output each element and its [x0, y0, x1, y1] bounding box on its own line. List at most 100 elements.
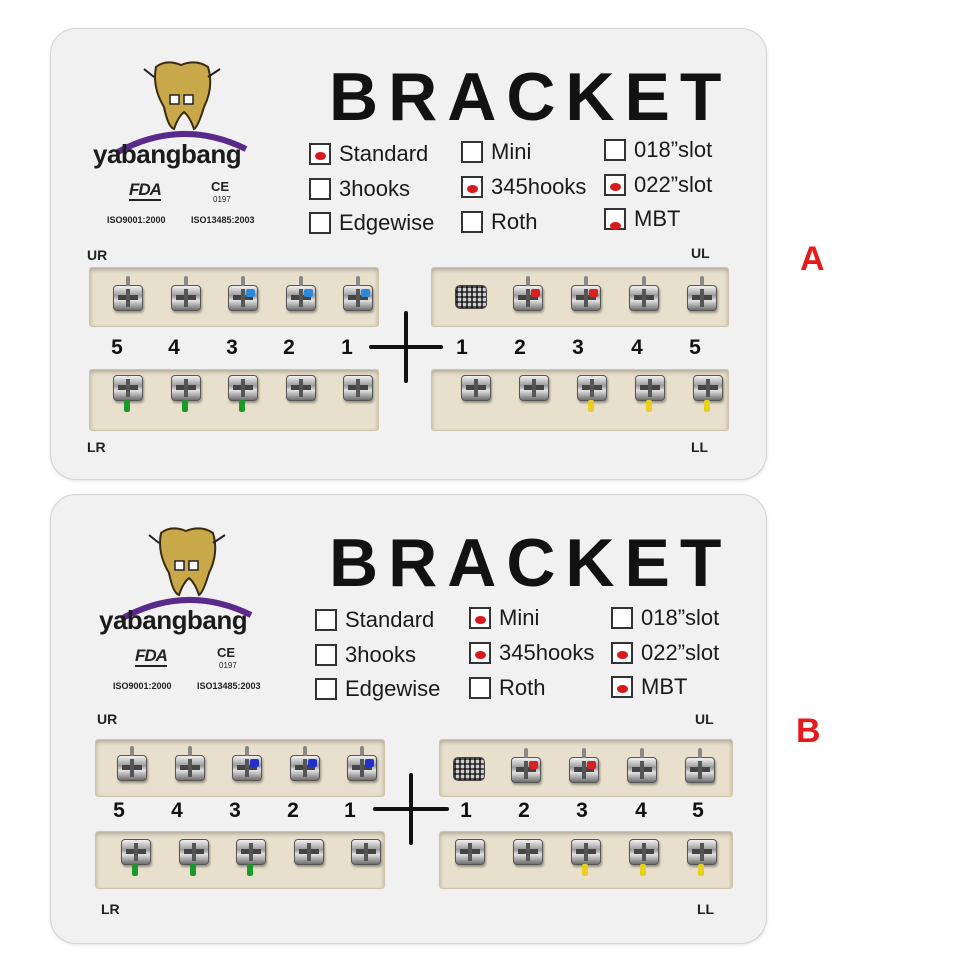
tooth-number: 4: [171, 799, 183, 822]
bracket: [289, 746, 320, 781]
option-roth: Roth: [469, 675, 545, 701]
option-mbt: MBT: [604, 206, 680, 232]
option-label: 022”slot: [641, 640, 720, 665]
hook: [130, 746, 134, 756]
bracket: [351, 839, 381, 865]
iso-13485: ISO13485:2003: [191, 215, 255, 225]
bracket: [121, 839, 151, 876]
hook: [698, 748, 702, 758]
midline-vertical: [409, 773, 413, 845]
hook: [640, 748, 644, 758]
checkbox-018slot: [611, 607, 633, 629]
bondable-tube: [455, 285, 487, 309]
checkbox-345hooks: [461, 176, 483, 198]
bracket: [693, 375, 723, 412]
tooth-number: 1: [456, 336, 468, 359]
option-label: Standard: [345, 607, 435, 632]
option-mbt: MBT: [611, 674, 687, 700]
ce-number: 0197: [219, 661, 237, 670]
bracket: [293, 839, 324, 865]
hook: [302, 746, 307, 756]
bracket: [174, 746, 205, 781]
color-id-mark: [307, 759, 317, 767]
option-label: Roth: [491, 209, 538, 234]
bracket: [513, 839, 543, 865]
option-edgewise: Edgewise: [315, 676, 440, 702]
bondable-tube: [453, 757, 485, 781]
bracket: [455, 839, 485, 865]
color-hook-mark: [124, 400, 130, 412]
hook: [526, 276, 530, 286]
tooth-number: 1: [460, 799, 472, 822]
check-mark: [475, 651, 486, 659]
tooth-number: 5: [113, 799, 125, 822]
checkbox-mbt: [611, 676, 633, 698]
bracket: [117, 746, 147, 781]
bracket: [343, 375, 373, 401]
option-label: MBT: [641, 674, 688, 699]
tooth-number: 3: [229, 799, 241, 822]
option-label: 018”slot: [634, 137, 713, 162]
bracket: [170, 276, 201, 311]
color-hook-mark: [582, 864, 588, 876]
bracket: [685, 748, 715, 783]
tooth-number: 1: [341, 336, 353, 359]
card-label-a: A: [800, 240, 825, 278]
color-hook-mark: [181, 400, 188, 412]
option-label: Edgewise: [339, 210, 435, 235]
option-3hooks: 3hooks: [309, 176, 410, 202]
bracket: [577, 375, 607, 412]
tooth-number: 2: [514, 336, 526, 359]
quadrant-lr: LR: [87, 439, 106, 455]
tooth-number: 3: [576, 799, 588, 822]
bracket: [687, 276, 717, 311]
quadrant-ul: UL: [695, 711, 714, 727]
tooth-number: 2: [287, 799, 299, 822]
check-mark: [315, 152, 326, 160]
hook: [126, 276, 130, 286]
option-roth: Roth: [461, 209, 537, 235]
card-title: BRACKET: [329, 59, 732, 135]
hook: [241, 276, 245, 286]
ce-mark: CE: [217, 645, 236, 660]
hook: [356, 276, 360, 286]
option-label: Edgewise: [345, 676, 441, 701]
option-345hooks: 345hooks: [461, 174, 586, 200]
checkbox-345hooks: [469, 642, 491, 664]
checkbox-roth: [469, 677, 491, 699]
quadrant-ur: UR: [87, 247, 108, 263]
option-018slot: 018”slot: [604, 137, 712, 163]
bracket: [228, 375, 258, 412]
hook: [298, 276, 303, 286]
quadrant-lr: LR: [101, 901, 120, 917]
iso-13485: ISO13485:2003: [197, 681, 261, 691]
checkbox-edgewise: [315, 678, 337, 700]
bracket: [347, 746, 377, 781]
option-label: 345hooks: [491, 174, 587, 199]
color-hook-mark: [646, 400, 652, 412]
option-label: 3hooks: [339, 176, 410, 201]
hook: [584, 276, 588, 286]
brand-name: yabangbang: [93, 139, 242, 169]
fda-mark: FDA: [129, 180, 162, 201]
option-label: 3hooks: [345, 642, 416, 667]
color-hook-mark: [704, 400, 710, 412]
card-title: BRACKET: [329, 525, 732, 601]
tooth-number: 4: [168, 336, 180, 359]
bracket: [285, 375, 316, 401]
checkbox-mbt: [604, 208, 626, 230]
color-id-mark: [303, 289, 313, 297]
check-mark: [617, 685, 628, 693]
bracket: [178, 839, 209, 876]
tooth-number: 2: [518, 799, 530, 822]
bracket: [571, 276, 601, 311]
bracket: [236, 839, 266, 876]
bracket: [511, 748, 541, 783]
option-label: 022”slot: [634, 172, 713, 197]
checkbox-mini: [469, 607, 491, 629]
quadrant-ul: UL: [691, 245, 710, 261]
color-hook-mark: [189, 864, 196, 876]
checkbox-018slot: [604, 139, 626, 161]
hook: [524, 748, 528, 758]
color-hook-mark: [132, 864, 138, 876]
